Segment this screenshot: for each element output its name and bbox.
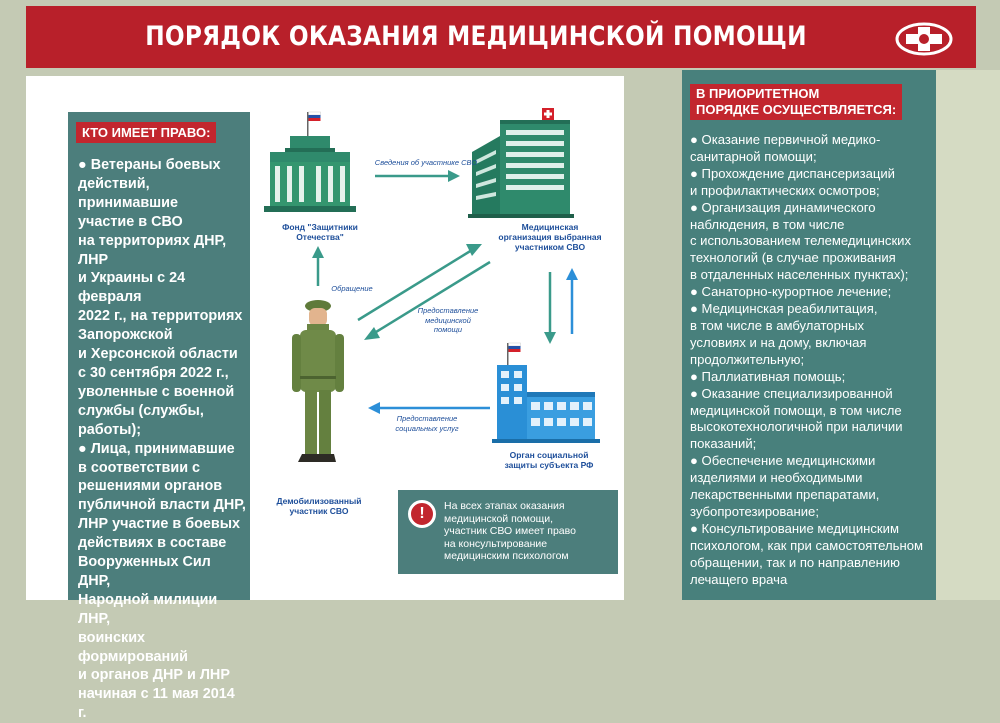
eligibility-panel: КТО ИМЕЕТ ПРАВО: ● Ветераны боевых дейст… [68, 112, 250, 721]
arrow-medorg-to-social [544, 272, 556, 344]
info-arrow-label: Сведения об участнике СВО [374, 158, 478, 167]
fund-label: Фонд "Защитники Отечества" [282, 222, 358, 242]
medical-cross-logo-icon [895, 22, 953, 56]
list-item: ● Санаторно-курортное лечение; [690, 284, 892, 300]
eligibility-text: ● Ветераны боевых действий, принимавшие … [78, 157, 246, 722]
list-item: ● Оказание первичной медико- санитарной … [690, 132, 881, 164]
arrow-soldier-to-fund [312, 246, 324, 286]
fund-building-icon [264, 111, 356, 212]
list-item: ● Медицинская реабилитация, в том числе … [690, 301, 878, 367]
priority-panel: В ПРИОРИТЕТНОМ ПОРЯДКЕ ОСУЩЕСТВЛЯЕТСЯ: ●… [682, 70, 936, 600]
social-building-icon [492, 342, 600, 443]
list-item: ● Оказание специализированной медицинско… [690, 385, 903, 452]
arrow-social-to-medorg [566, 268, 578, 334]
list-item: ● Прохождение диспансеризаций и профилак… [690, 165, 895, 198]
medorg-label: Медицинская организация выбранная участн… [498, 222, 602, 252]
list-item: ● Организация динамического наблюдения, … [690, 199, 912, 283]
priority-list: ● Оказание первичной медико- санитарной … [690, 132, 936, 588]
hospital-building-icon [468, 108, 574, 218]
header-banner: ПОРЯДОК ОКАЗАНИЯ МЕДИЦИНСКОЙ ПОМОЩИ УЧАС… [26, 6, 976, 114]
psychologist-note: ! На всех этапах оказания медицинской по… [398, 490, 618, 574]
right-margin-strip [936, 70, 1000, 600]
soldier-figure-icon [292, 300, 344, 462]
eligibility-heading: КТО ИМЕЕТ ПРАВО: [76, 122, 217, 143]
medical-arrow-label: Предоставление медицинской помощи [417, 306, 479, 334]
social-arrow-label: Предоставление социальных услуг [395, 414, 459, 433]
list-item: ● Обеспечение медицинскими изделиями и н… [690, 453, 880, 519]
list-item: ● Паллиативная помощь; [690, 368, 846, 384]
process-diagram [264, 108, 600, 462]
note-text: На всех этапах оказания медицинской помо… [444, 500, 576, 563]
arrow-medorg-to-soldier [364, 260, 491, 340]
social-label: Орган социальной защиты субъекта РФ [504, 450, 594, 470]
arrow-fund-to-medorg [375, 170, 460, 182]
arrow-social-to-soldier [368, 402, 490, 414]
request-arrow-label: Обращение [331, 284, 373, 293]
page-title: ПОРЯДОК ОКАЗАНИЯ МЕДИЦИНСКОЙ ПОМОЩИ УЧАС… [145, 21, 807, 114]
arrow-soldier-to-medorg [357, 244, 482, 322]
soldier-label: Демобилизованный участник СВО [276, 496, 362, 516]
priority-heading: В ПРИОРИТЕТНОМ ПОРЯДКЕ ОСУЩЕСТВЛЯЕТСЯ: [690, 84, 903, 120]
exclamation-icon: ! [408, 500, 436, 528]
list-item: ● Консультирование медицинским психолого… [690, 520, 924, 587]
